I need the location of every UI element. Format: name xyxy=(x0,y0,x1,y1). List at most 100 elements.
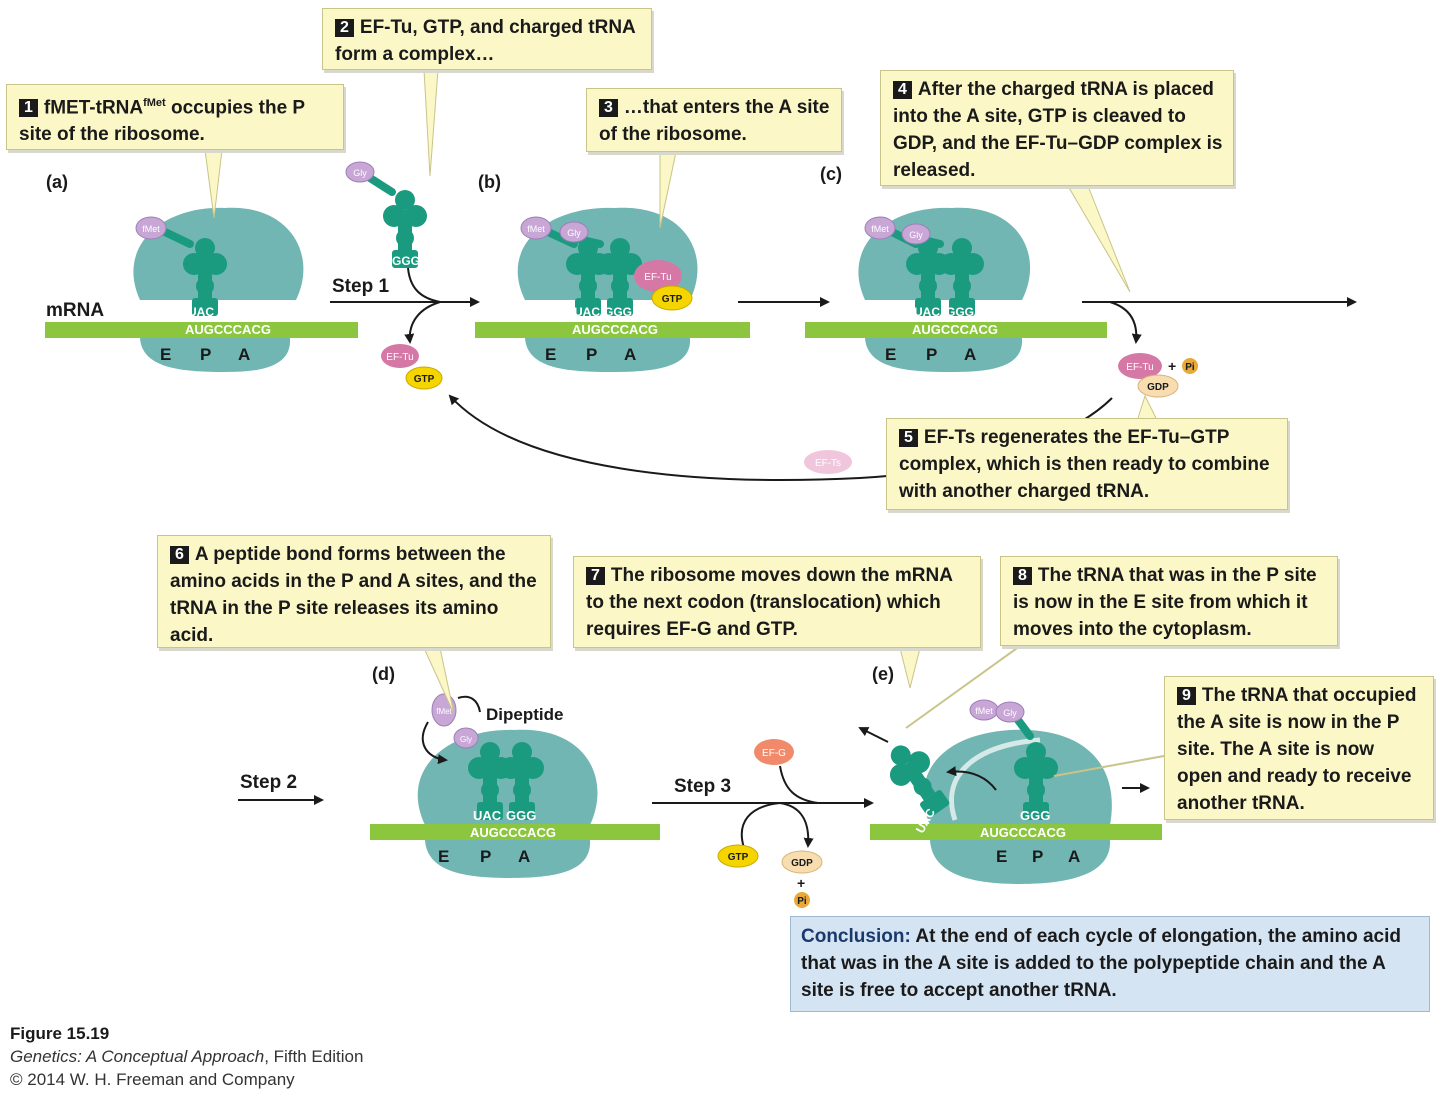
panel-d-fmet-label: fMet xyxy=(436,707,452,716)
callout-6-text: A peptide bond forms between the amino a… xyxy=(170,544,537,646)
panel-e-ribosome xyxy=(923,729,1112,884)
panel-b-gly-bead xyxy=(559,221,589,243)
panel-e-anticodon-p: GGG xyxy=(1020,808,1050,823)
efg-bead xyxy=(754,739,794,765)
pointer-5 xyxy=(1137,394,1157,419)
callout-1-number: 1 xyxy=(19,99,38,118)
panel-b-fmet-bead xyxy=(520,216,552,240)
panel-e-site-p: P xyxy=(1032,847,1043,866)
panel-c-mrna xyxy=(805,322,1107,338)
panel-e-site-a: A xyxy=(1068,847,1080,866)
free-gly-bead xyxy=(345,161,375,183)
step3-label: Step 3 xyxy=(674,776,731,797)
caption-book-title: Genetics: A Conceptual Approach xyxy=(10,1047,265,1066)
panel-c-gly-bead xyxy=(901,223,931,245)
recycled-eftu-bead xyxy=(381,344,419,368)
released-eftu-bead xyxy=(1118,353,1162,379)
conclusion-text: At the end of each cycle of elongation, … xyxy=(801,926,1401,1001)
recycled-eftu-label: EF-Tu xyxy=(386,352,413,363)
conclusion-lead: Conclusion: xyxy=(801,926,911,947)
recycled-gtp-bead xyxy=(405,366,443,390)
callout-2-text: EF-Tu, GTP, and charged tRNA form a comp… xyxy=(335,17,636,65)
panel-a-mrna xyxy=(45,322,358,338)
callout-7-text: The ribosome moves down the mRNA to the … xyxy=(586,565,953,640)
panel-e-gly-label: Gly xyxy=(1003,708,1017,718)
panel-c-ribosome xyxy=(858,207,1031,372)
panel-b-anticodon-p: UAC xyxy=(574,305,600,319)
caption-figure-number: Figure 15.19 xyxy=(10,1024,110,1043)
panel-b-eftu-label: EF-Tu xyxy=(644,272,671,283)
panel-a-fmet-bead xyxy=(135,216,167,240)
panel-c-fmet-bead xyxy=(864,216,896,240)
conclusion-box: Conclusion: At the end of each cycle of … xyxy=(790,916,1430,1012)
released-gdp-label: GDP xyxy=(1147,382,1169,393)
panel-c-anticodon-p: UAC xyxy=(914,305,940,319)
panel-b-codons: AUGCCCACG xyxy=(572,322,658,337)
step2-label: Step 2 xyxy=(240,772,297,793)
callout-8-number: 8 xyxy=(1013,567,1032,585)
panel-b-gly-label: Gly xyxy=(567,228,581,238)
panel-b-anticodon-a: GGG xyxy=(604,305,632,319)
panel-c-codons: AUGCCCACG xyxy=(912,322,998,337)
pointer-4 xyxy=(1067,185,1131,293)
panel-label-b: (b) xyxy=(478,172,501,192)
callout-8-text: The tRNA that was in the P site is now i… xyxy=(1013,565,1317,640)
panel-e-exit-arrow xyxy=(946,766,997,791)
pointer-7 xyxy=(899,647,921,689)
panel-d-site-a: A xyxy=(518,847,530,866)
pointer-8 xyxy=(905,645,1021,729)
callout-3-number: 3 xyxy=(599,99,618,117)
panel-e-release-arrow xyxy=(858,727,889,743)
panel-c-site-e: E xyxy=(885,345,896,364)
step3-gdp-label: GDP xyxy=(791,858,813,869)
step1-curve-out xyxy=(404,301,441,344)
figure-caption: Figure 15.19 Genetics: A Conceptual Appr… xyxy=(10,1022,363,1091)
panel-a-codons: AUGCCCACG xyxy=(185,322,271,337)
pointer-1 xyxy=(204,149,223,219)
recycled-gtp-label: GTP xyxy=(414,374,435,385)
free-trna-anticodon: GGG xyxy=(392,254,420,268)
ef-ts-bead xyxy=(804,450,852,474)
ef-ts-label: EF-Ts xyxy=(815,458,841,469)
panel-b-gtp-bead xyxy=(651,285,693,311)
panel-c-site-a: A xyxy=(964,345,976,364)
panel-label-d: (d) xyxy=(372,664,395,684)
step1-curve-in xyxy=(407,267,441,303)
panel-b-site-p: P xyxy=(586,345,597,364)
panel-label-a: (a) xyxy=(46,172,68,192)
panel-b-eftu-bead xyxy=(634,260,682,292)
callout-step-3: 3…that enters the A site of the ribosome… xyxy=(586,88,842,152)
released-pi-bead xyxy=(1182,358,1198,374)
panel-d-codons: AUGCCCACG xyxy=(470,825,556,840)
callout-7-number: 7 xyxy=(586,567,605,585)
callout-4-number: 4 xyxy=(893,81,912,99)
step3-plus: + xyxy=(797,875,805,891)
free-gly-label: Gly xyxy=(353,168,367,178)
panel-a-fmet-tail xyxy=(161,228,194,248)
callout-2-number: 2 xyxy=(335,19,354,37)
callout-5-number: 5 xyxy=(899,429,918,447)
panel-d-peptide-arrow xyxy=(421,721,448,765)
panel-c-site-p: P xyxy=(926,345,937,364)
caption-copyright: © 2014 W. H. Freeman and Company xyxy=(10,1070,295,1089)
panel-d-anticodon-p: UAC xyxy=(473,808,502,823)
released-pi-label: Pi xyxy=(1185,362,1195,373)
gtp-hydrolysis-curve xyxy=(740,801,814,849)
step3-gdp-bead xyxy=(781,850,823,874)
panel-b-mrna xyxy=(475,322,750,338)
pointer-9 xyxy=(1053,755,1165,777)
callout-3-text: …that enters the A site of the ribosome. xyxy=(599,97,830,145)
panel-d-site-p: P xyxy=(480,847,491,866)
panel-b-gtp-label: GTP xyxy=(662,294,683,305)
callout-5-text: EF-Ts regenerates the EF-Tu–GTP complex,… xyxy=(899,427,1270,502)
panel-a-site-e: E xyxy=(160,345,171,364)
panel-label-c: (c) xyxy=(820,164,842,184)
callout-9-text: The tRNA that occupied the A site is now… xyxy=(1177,685,1417,814)
callout-1-text-b: occupies the P site of the ribosome. xyxy=(19,97,305,146)
released-gdp-bead xyxy=(1137,374,1179,398)
step1-label: Step 1 xyxy=(332,276,389,297)
